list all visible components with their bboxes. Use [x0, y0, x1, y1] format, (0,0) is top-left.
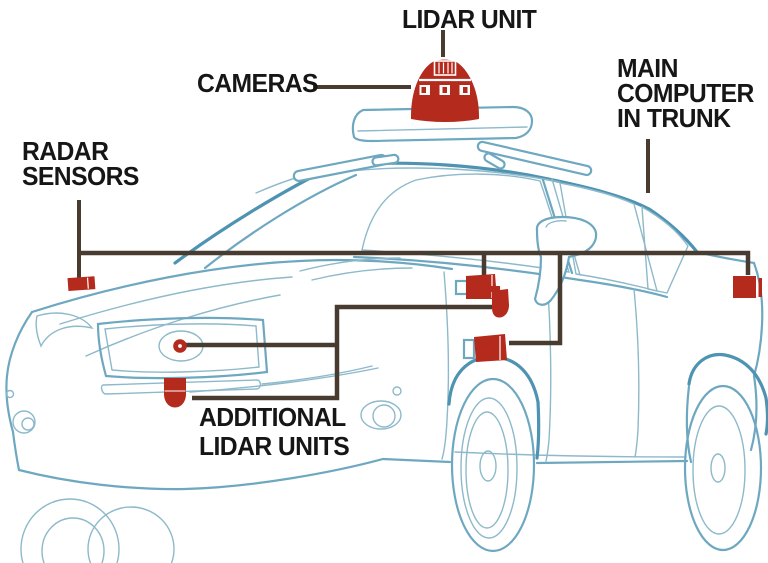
additional-lidar-leader-line	[192, 304, 492, 401]
car-windows	[361, 173, 689, 294]
label-radar-sensors-line1: RADAR	[22, 136, 109, 166]
front-wheels-underbody	[20, 498, 175, 563]
side-mirror	[533, 215, 598, 306]
label-lidar-unit: LIDAR UNIT	[402, 4, 537, 34]
side-mirror-radar-unit	[454, 274, 497, 299]
car-body-outline	[5, 161, 764, 491]
label-radar-sensors-line2: SENSORS	[22, 161, 139, 191]
leader-lines	[77, 30, 751, 401]
label-main-computer-line1: MAIN	[617, 53, 678, 83]
front-bumper-lidar-unit	[164, 378, 186, 408]
door-handle	[360, 386, 402, 430]
front-grille	[96, 316, 379, 395]
lidar-top-vent-icon	[433, 60, 457, 76]
roof-rack	[292, 140, 593, 183]
sensor-components	[67, 59, 762, 408]
rear-wheel	[683, 352, 768, 552]
fog-light	[5, 389, 36, 434]
headlight	[35, 312, 94, 348]
side-door-radar-unit	[462, 334, 507, 362]
label-radar-sensors: RADAR SENSORS	[22, 136, 139, 191]
roof-sensor-platform	[351, 105, 534, 143]
label-additional-lidar-line1: ADDITIONAL	[199, 402, 346, 432]
label-main-computer: MAIN COMPUTER IN TRUNK	[617, 53, 754, 133]
grille-lidar-dot	[173, 339, 187, 353]
radar-drop-line-2	[509, 253, 563, 346]
label-additional-lidar: ADDITIONAL LIDAR UNITS	[199, 402, 350, 461]
front-side-wheel	[447, 355, 541, 553]
label-cameras: CAMERAS	[197, 68, 318, 98]
roof-lidar-dome	[411, 59, 479, 122]
side-lidar-unit	[491, 286, 509, 318]
camera-windows	[419, 85, 470, 95]
radar-main-line	[79, 250, 751, 275]
label-main-computer-line3: IN TRUNK	[617, 103, 731, 133]
label-main-computer-line2: COMPUTER	[617, 78, 754, 108]
rear-quarter-radar	[733, 276, 762, 298]
front-hood-radar	[67, 276, 96, 292]
label-additional-lidar-line2: LIDAR UNITS	[199, 431, 350, 461]
